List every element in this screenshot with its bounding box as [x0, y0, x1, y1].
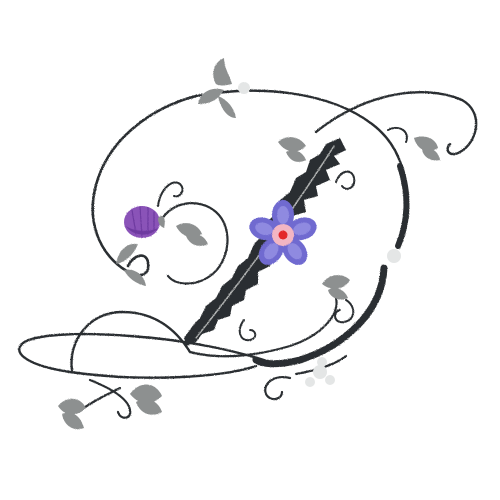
bottom-left-stem [82, 386, 122, 410]
bud-tendril [157, 181, 184, 207]
right-bar [395, 163, 410, 249]
leaf-icon [198, 58, 236, 118]
leaf-icon [116, 243, 146, 286]
leaf-icon [414, 136, 440, 161]
flower-icon [249, 200, 317, 265]
leaf-icon [322, 275, 350, 300]
upper-right-curl [314, 90, 478, 156]
wavy-line [188, 296, 338, 358]
leaf-icon [278, 137, 306, 162]
leaf-icon [58, 398, 86, 430]
right-upper-curl [387, 126, 408, 143]
stem-base-curl [238, 319, 257, 342]
leaf-icon [130, 384, 162, 415]
inner-bud-curl [158, 202, 229, 285]
light-dots [305, 249, 401, 387]
stem-curl-upper [335, 170, 356, 190]
lower-right-curl [294, 354, 348, 376]
right-mid-curl [334, 299, 355, 324]
swirl-strokes [18, 89, 478, 419]
leaf-icon [176, 223, 208, 246]
lower-left-loop [70, 310, 192, 372]
right-lower-curve [252, 264, 388, 368]
bud-icon [124, 206, 165, 238]
upper-left-loop [91, 94, 198, 277]
bottom-left-curl [88, 378, 132, 419]
flower-petal-highlights [255, 206, 311, 260]
leaf-group [58, 58, 440, 430]
small-curl-bottom [264, 376, 292, 401]
leaf-dot [238, 82, 250, 94]
flower-center-red [278, 230, 288, 240]
